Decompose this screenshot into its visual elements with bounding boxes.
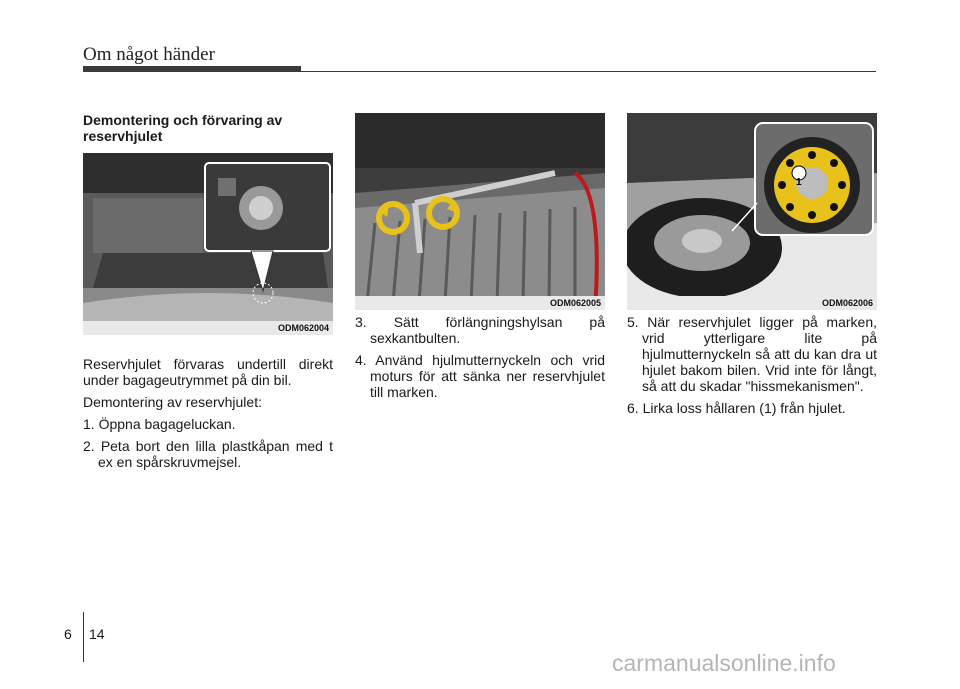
step-1: 1. Öppna bagageluckan. — [83, 416, 236, 432]
page-number: 14 — [89, 626, 105, 642]
section-title: Demontering och förvaring av reservhjule… — [83, 112, 283, 144]
header-rule — [301, 71, 876, 72]
step-4: 4. Använd hjulmutternyckeln och vrid mot… — [355, 352, 605, 400]
column-1: Demontering och förvaring av reservhjule… — [83, 112, 333, 152]
watermark: carmanualsonline.info — [612, 650, 836, 676]
step-2: 2. Peta bort den lilla plastkåpan med t … — [83, 438, 333, 470]
figure-code: ODM062006 — [821, 298, 873, 308]
figure-code: ODM062004 — [277, 323, 329, 333]
section-number: 6 — [64, 626, 72, 642]
trunk-illustration — [83, 153, 333, 335]
spare-wheel-illustration — [627, 113, 877, 310]
callout-number: 1 — [796, 177, 802, 188]
figure-code-bar — [355, 296, 605, 310]
figure-spare-wheel: 1 ODM062006 — [627, 113, 877, 310]
step-5: 5. När reservhjulet ligger på marken, vr… — [627, 314, 877, 394]
page-header-title: Om något händer — [83, 44, 215, 65]
column-2-text: 3. Sätt förlängningshylsan på sexkantbul… — [355, 314, 605, 406]
paragraph: Demontering av reservhjulet: — [83, 394, 262, 410]
column-3-text: 5. När reservhjulet ligger på marken, vr… — [627, 314, 877, 422]
figure-code-bar — [83, 321, 333, 335]
figure-trunk-cover: ODM062004 — [83, 153, 333, 335]
figure-code-bar — [627, 296, 877, 310]
column-1-text: Reservhjulet förvaras undertill direkt u… — [83, 356, 333, 476]
step-6: 6. Lirka loss hållaren (1) från hjulet. — [627, 400, 846, 416]
figure-wrench: ODM062005 — [355, 113, 605, 310]
step-3: 3. Sätt förlängningshylsan på sexkantbul… — [355, 314, 605, 346]
wrench-illustration — [355, 113, 605, 310]
figure-code: ODM062005 — [549, 298, 601, 308]
header-bar — [83, 66, 301, 72]
paragraph: Reservhjulet förvaras undertill direkt u… — [83, 356, 333, 388]
footer-divider — [83, 612, 84, 662]
